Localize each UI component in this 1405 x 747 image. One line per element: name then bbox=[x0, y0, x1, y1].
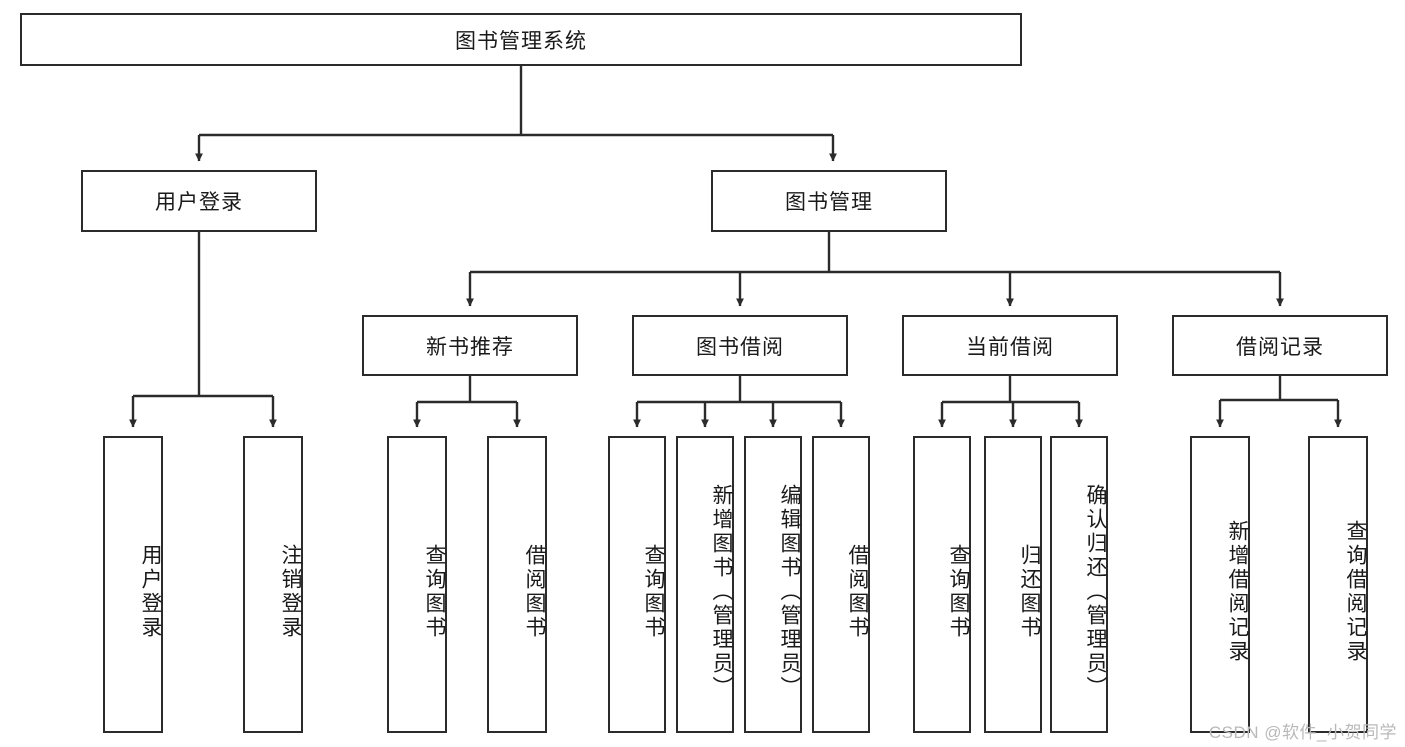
node-book-manage[interactable]: 图书管理 bbox=[711, 170, 947, 232]
node-new-book-rec[interactable]: 新书推荐 bbox=[362, 315, 578, 376]
leaf-borrow-book-2[interactable]: 借阅图书 bbox=[812, 436, 870, 733]
leaf-query-book-1[interactable]: 查询图书 bbox=[387, 436, 447, 733]
node-borrow-record[interactable]: 借阅记录 bbox=[1172, 315, 1388, 376]
node-root[interactable]: 图书管理系统 bbox=[20, 13, 1022, 66]
node-user-login[interactable]: 用户登录 bbox=[81, 170, 317, 232]
csdn-watermark: CSDN @软件_小贺同学 bbox=[1208, 723, 1397, 742]
leaf-query-book-2[interactable]: 查询图书 bbox=[608, 436, 666, 733]
leaf-add-book[interactable]: 新增图书（管理员） bbox=[676, 436, 734, 733]
leaf-borrow-book-1[interactable]: 借阅图书 bbox=[487, 436, 547, 733]
leaf-edit-book[interactable]: 编辑图书（管理员） bbox=[744, 436, 802, 733]
node-current-borrow[interactable]: 当前借阅 bbox=[902, 315, 1118, 376]
leaf-query-record[interactable]: 查询借阅记录 bbox=[1308, 436, 1368, 733]
leaf-logout[interactable]: 注销登录 bbox=[243, 436, 303, 733]
node-book-borrow[interactable]: 图书借阅 bbox=[632, 315, 848, 376]
leaf-user-login[interactable]: 用户登录 bbox=[103, 436, 163, 733]
leaf-confirm-return[interactable]: 确认归还（管理员） bbox=[1050, 436, 1108, 733]
leaf-query-book-3[interactable]: 查询图书 bbox=[913, 436, 971, 733]
leaf-return-book[interactable]: 归还图书 bbox=[984, 436, 1042, 733]
leaf-add-record[interactable]: 新增借阅记录 bbox=[1190, 436, 1250, 733]
edge-group bbox=[129, 66, 1342, 428]
